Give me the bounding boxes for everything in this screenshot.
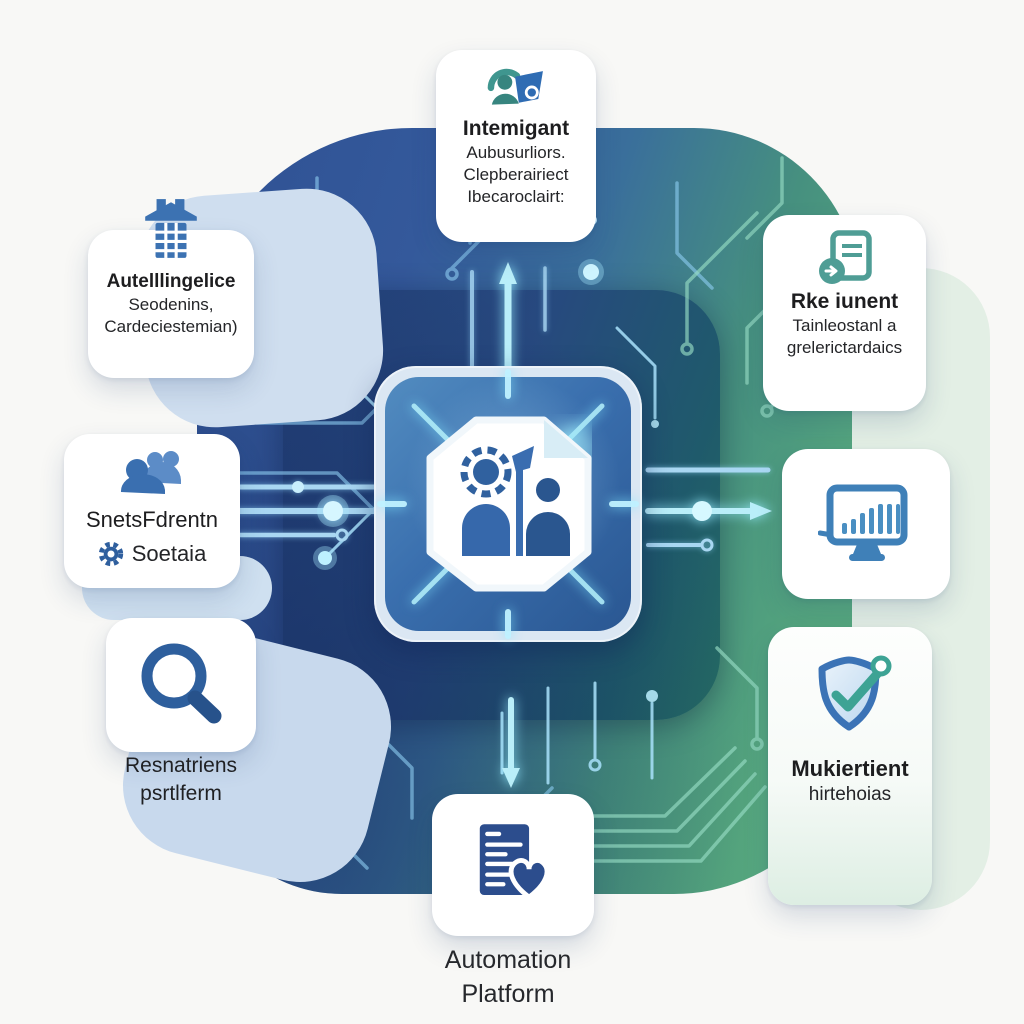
magnifier-icon	[141, 643, 222, 724]
card-search	[106, 618, 256, 752]
card-line: hirtehoias	[808, 783, 892, 805]
cloud-person-flag-icon	[487, 68, 543, 105]
card-line: Ibecaroclairt:	[467, 187, 565, 207]
document-heart-icon	[479, 824, 550, 901]
caption-line: Platform	[461, 979, 555, 1008]
caption-line: psrtlferm	[140, 782, 222, 806]
card-automation-platform	[432, 794, 594, 936]
card-title: Intemigant	[462, 117, 570, 140]
card-ai-intelligence: Autelllingelice Seodenins, Cardeciestemi…	[88, 199, 254, 378]
card-security: Mukiertient hirtehoias	[768, 627, 932, 905]
card-documents: Rke iunent Tainleostanl a grelerictardai…	[763, 215, 926, 411]
card-line: Tainleostanl a	[792, 316, 897, 336]
card-line: Seodenins,	[128, 294, 214, 314]
card-intelligent-automation: Intemigant Aubusurliors. Clepberairiect …	[436, 50, 596, 242]
shield-check-icon	[818, 655, 892, 731]
document-badge-icon	[818, 230, 872, 284]
card-line: Soetaia	[131, 540, 207, 566]
search-caption: Resnatriens psrtlferm	[86, 752, 276, 809]
card-line: Aubusurliors.	[466, 143, 566, 163]
building-icon	[143, 196, 199, 265]
card-title: Autelllingelice	[106, 271, 236, 292]
gear-icon	[98, 541, 123, 566]
card-title: SnetsFdrentn	[85, 507, 219, 532]
card-line: Clepberairiect	[463, 165, 569, 185]
caption-line: Automation	[444, 946, 572, 974]
people-gear-document-icon	[426, 416, 596, 592]
monitor-chart-icon	[818, 484, 908, 561]
people-icon	[120, 451, 181, 494]
central-chip	[374, 366, 642, 642]
caption-line: Resnatriens	[124, 754, 238, 777]
card-line: grelerictardaics	[786, 338, 903, 358]
card-title: Mukiertient	[791, 756, 909, 781]
card-line: Cardeciestemian)	[104, 316, 238, 336]
automation-platform-caption: Automation Platform	[398, 944, 618, 1012]
card-analytics	[782, 449, 950, 599]
card-team-collaboration: SnetsFdrentn Soetaia	[64, 434, 240, 588]
card-title: Rke iunent	[790, 290, 899, 313]
